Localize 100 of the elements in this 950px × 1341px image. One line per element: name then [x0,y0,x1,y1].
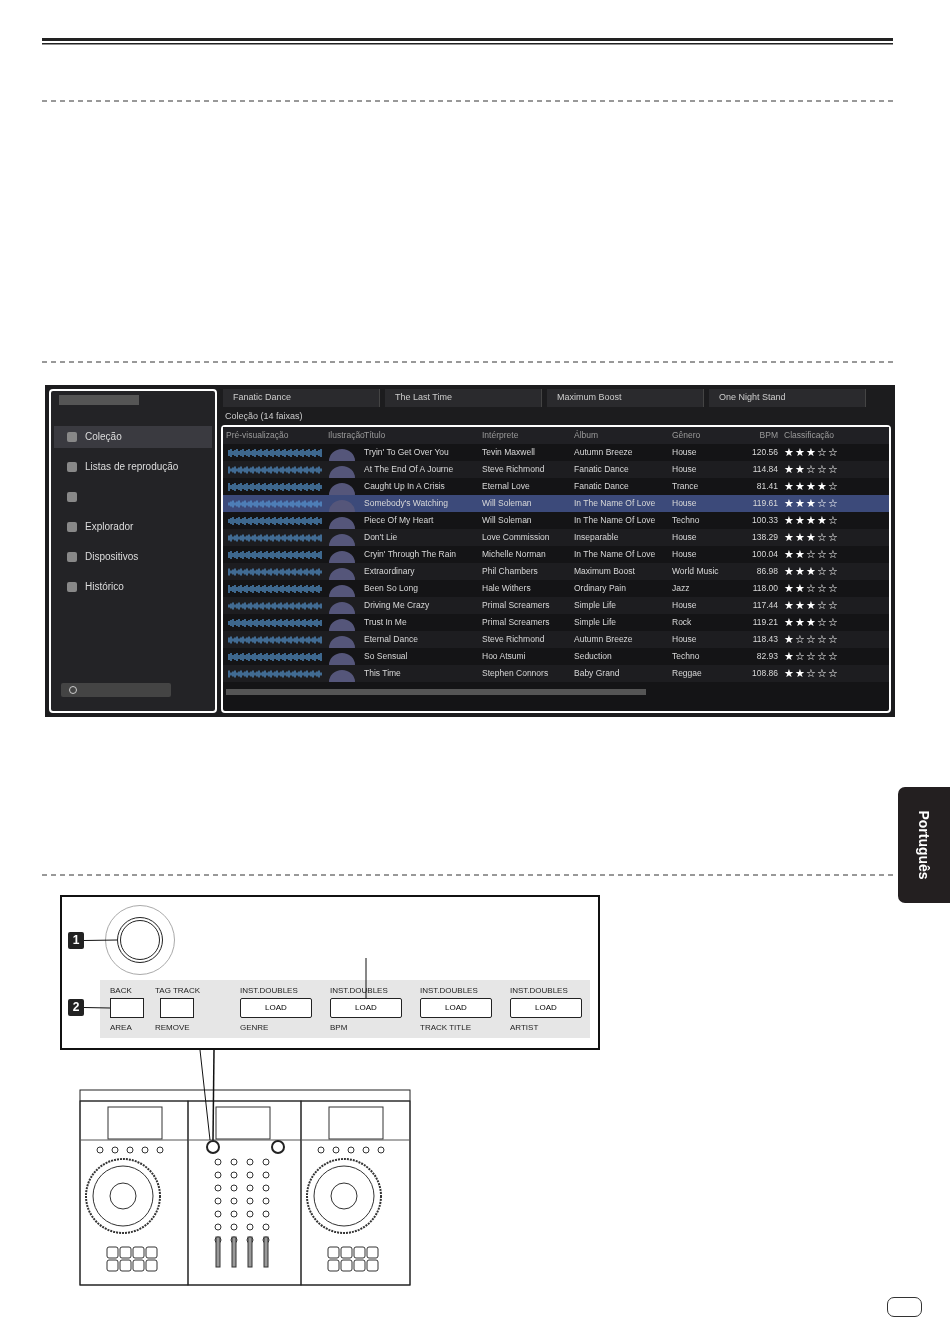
genre-name: Techno [669,648,733,665]
album-name: Baby Grand [571,665,669,682]
tree-item-label: Listas de reprodução [85,461,179,472]
tab-title: Maximum Boost [557,392,622,402]
callout-number: 2 [68,999,84,1016]
button-sub-label: GENRE [240,1023,269,1033]
column-header: Pré-visualização [223,427,325,444]
column-header: Álbum [571,427,669,444]
artist-name: Love Commission [479,529,571,546]
bpm-value: 114.84 [733,461,781,478]
artist-name: Tevin Maxwell [479,444,571,461]
leader-line [365,957,367,999]
artist-name: Phil Chambers [479,563,571,580]
button-caption: INST.DOUBLES [240,986,298,996]
track-title: Somebody's Watching [361,495,479,512]
artist-name: Steve Richmond [479,461,571,478]
artist-name: Stephen Connors [479,665,571,682]
track-title: Extraordinary [361,563,479,580]
album-name: Simple Life [571,597,669,614]
album-name: Inseparable [571,529,669,546]
language-label: Português [916,810,932,880]
star-rating: ★★★☆☆ [781,444,889,461]
track-title: Tryin' To Get Over You [361,444,479,461]
genre-name: House [669,495,733,512]
bpm-value: 119.61 [733,495,781,512]
tab-title: One Night Stand [719,392,786,402]
button-sub-label: TRACK TITLE [420,1023,471,1033]
column-header: Intérprete [479,427,571,444]
album-name: Autumn Breeze [571,444,669,461]
button-caption: INST.DOUBLES [510,986,568,996]
star-rating: ★★☆☆☆ [781,546,889,563]
artist-name: Primal Screamers [479,597,571,614]
load-button: LOAD [330,998,402,1018]
bpm-value: 100.04 [733,546,781,563]
album-name: In The Name Of Love [571,495,669,512]
star-rating: ★★☆☆☆ [781,665,889,682]
bpm-value: 118.43 [733,631,781,648]
track-title: At The End Of A Journe [361,461,479,478]
artist-name: Hoo Atsumi [479,648,571,665]
tree-item-label: Histórico [85,581,124,592]
genre-name: House [669,529,733,546]
artist-name: Primal Screamers [479,614,571,631]
artist-name: Steve Richmond [479,631,571,648]
leader-line [83,1007,111,1009]
album-name: Maximum Boost [571,563,669,580]
track-title: Eternal Dance [361,631,479,648]
bpm-value: 138.29 [733,529,781,546]
button-caption: BACK [110,986,132,996]
artist-name: Hale Withers [479,580,571,597]
load-button: LOAD [240,998,312,1018]
artist-name: Will Soleman [479,495,571,512]
button-caption: INST.DOUBLES [420,986,478,996]
album-name: Simple Life [571,614,669,631]
leader-line [83,939,118,941]
genre-name: House [669,597,733,614]
artist-name: Eternal Love [479,478,571,495]
bpm-value: 82.93 [733,648,781,665]
star-rating: ★★★☆☆ [781,495,889,512]
track-title: Driving Me Crazy [361,597,479,614]
tree-item-label: Explorador [85,521,134,532]
genre-name: Techno [669,512,733,529]
star-rating: ★★★★☆ [781,512,889,529]
load-button: LOAD [420,998,492,1018]
bpm-value: 119.21 [733,614,781,631]
column-header: BPM [733,427,781,444]
star-rating: ★☆☆☆☆ [781,631,889,648]
star-rating: ★★☆☆☆ [781,461,889,478]
bpm-value: 117.44 [733,597,781,614]
bpm-value: 81.41 [733,478,781,495]
artist-name: Will Soleman [479,512,571,529]
tree-item-label: Dispositivos [85,551,139,562]
genre-name: House [669,461,733,478]
tab-title: Fanatic Dance [233,392,292,402]
artist-name: Michelle Norman [479,546,571,563]
star-rating: ★★★☆☆ [781,563,889,580]
star-rating: ★★★☆☆ [781,597,889,614]
button-sub-label: BPM [330,1023,348,1033]
column-header: Classificação [781,427,889,444]
album-name: Fanatic Dance [571,478,669,495]
column-header: Gênero [669,427,733,444]
track-title: So Sensual [361,648,479,665]
track-title: Cryin' Through The Rain [361,546,479,563]
bpm-value: 108.86 [733,665,781,682]
bpm-value: 118.00 [733,580,781,597]
star-rating: ★★★☆☆ [781,529,889,546]
genre-name: House [669,631,733,648]
track-title: Caught Up In A Crisis [361,478,479,495]
album-name: Ordinary Pain [571,580,669,597]
album-name: Fanatic Dance [571,461,669,478]
tab-title: The Last Time [395,392,453,402]
collection-heading: Coleção (14 faixas) [225,411,303,421]
track-title: This Time [361,665,479,682]
button-caption: INST.DOUBLES [330,986,388,996]
star-rating: ★★★★☆ [781,478,889,495]
genre-name: House [669,444,733,461]
load-button: LOAD [510,998,582,1018]
tree-item-label: Coleção [85,431,122,442]
genre-name: House [669,546,733,563]
callout-number: 1 [68,932,84,949]
back-button [110,998,144,1018]
